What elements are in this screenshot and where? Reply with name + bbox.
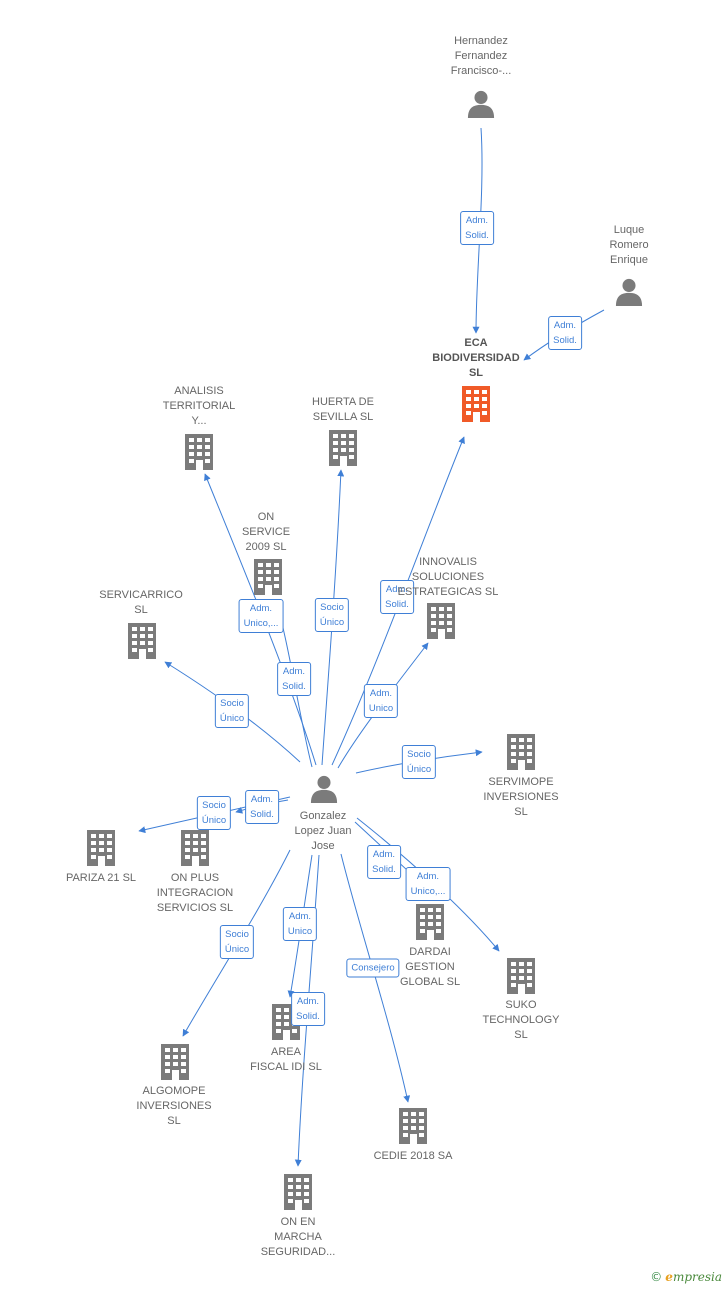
edge-label-gonzalez-dardai[interactable]: Adm. Solid. <box>367 845 401 879</box>
edge-label-gonzalez-cedie[interactable]: Consejero <box>346 958 400 978</box>
node-label-gonzalez[interactable]: Gonzalez Lopez Juan Jose <box>294 810 352 852</box>
node-label-algomope[interactable]: ALGOMOPE INVERSIONES SL <box>136 1085 212 1127</box>
node-label-suko[interactable]: SUKO TECHNOLOGY SL <box>482 999 560 1041</box>
edge-label-hernandez-eca[interactable]: Adm. Solid. <box>460 211 494 245</box>
node-label-hernandez[interactable]: Hernandez Fernandez Francisco-... <box>450 35 512 77</box>
edge-label-gonzalez-pariza[interactable]: Socio Único <box>196 796 232 830</box>
building-icon[interactable] <box>462 386 490 422</box>
edge-label-gonzalez-areafiscal[interactable]: Adm. Unico <box>282 907 318 941</box>
node-label-eca[interactable]: ECA BIODIVERSIDAD SL <box>432 337 520 379</box>
building-icon[interactable] <box>427 603 455 639</box>
edge-label-gonzalez-servicarrico[interactable]: Socio Único <box>214 694 250 728</box>
node-label-analisis[interactable]: ANALISIS TERRITORIAL Y... <box>162 385 236 427</box>
edge-label-gonzalez-huerta[interactable]: Socio Único <box>314 598 350 632</box>
node-label-servimope[interactable]: SERVIMOPE INVERSIONES SL <box>483 776 559 818</box>
copyright-symbol: © <box>650 1270 663 1284</box>
edge-label-gonzalez-suko[interactable]: Adm. Unico,... <box>405 867 451 901</box>
node-label-cedie[interactable]: CEDIE 2018 SA <box>373 1150 453 1162</box>
edge-label-gonzalez-eca[interactable]: Adm. Solid. <box>380 580 414 614</box>
edge-gonzalez-cedie <box>340 853 411 1103</box>
building-icon[interactable] <box>399 1108 427 1144</box>
building-icon[interactable] <box>507 958 535 994</box>
edge-label-gonzalez-algomope[interactable]: Socio Único <box>219 925 255 959</box>
building-icon[interactable] <box>416 904 444 940</box>
node-label-servicarrico[interactable]: SERVICARRICO SL <box>99 589 183 616</box>
building-icon[interactable] <box>181 830 209 866</box>
node-label-pariza[interactable]: PARIZA 21 SL <box>65 872 137 884</box>
edge-label-gonzalez-analisis[interactable]: Adm. Unico,... <box>238 599 284 633</box>
building-icon[interactable] <box>185 434 213 470</box>
building-icon[interactable] <box>254 559 282 595</box>
node-label-areafiscal[interactable]: AREA FISCAL IDI SL <box>250 1046 322 1073</box>
node-label-huerta[interactable]: HUERTA DE SEVILLA SL <box>312 396 374 423</box>
person-icon[interactable] <box>615 278 643 306</box>
brand-initial: e <box>665 1270 673 1284</box>
node-label-dardai[interactable]: DARDAI GESTION GLOBAL SL <box>399 946 461 988</box>
building-icon[interactable] <box>87 830 115 866</box>
node-label-onservice[interactable]: ON SERVICE 2009 SL <box>241 511 291 553</box>
edge-label-gonzalez-onplus[interactable]: Adm. Solid. <box>245 790 279 824</box>
person-icon[interactable] <box>310 775 338 803</box>
building-icon[interactable] <box>507 734 535 770</box>
building-icon[interactable] <box>329 430 357 466</box>
node-label-onplus[interactable]: ON PLUS INTEGRACION SERVICIOS SL <box>156 872 234 914</box>
brand-logo: ©empresia <box>650 1270 722 1284</box>
edge-label-gonzalez-onservice[interactable]: Adm. Solid. <box>277 662 311 696</box>
brand-name: mpresia <box>672 1270 722 1284</box>
edge-label-luque-eca[interactable]: Adm. Solid. <box>548 316 582 350</box>
building-icon[interactable] <box>161 1044 189 1080</box>
node-label-luque[interactable]: Luque Romero Enrique <box>609 224 649 266</box>
edge-label-gonzalez-servimope[interactable]: Socio Único <box>401 745 437 779</box>
edge-label-gonzalez-innovalis[interactable]: Adm. Unico <box>363 684 399 718</box>
node-label-onenmarcha[interactable]: ON EN MARCHA SEGURIDAD... <box>260 1216 336 1258</box>
node-label-innovalis[interactable]: INNOVALIS SOLUCIONES ESTRATEGICAS SL <box>397 556 499 598</box>
building-icon[interactable] <box>128 623 156 659</box>
edge-label-gonzalez-onenmarcha[interactable]: Adm. Solid. <box>291 992 325 1026</box>
person-icon[interactable] <box>467 90 495 118</box>
building-icon[interactable] <box>284 1174 312 1210</box>
